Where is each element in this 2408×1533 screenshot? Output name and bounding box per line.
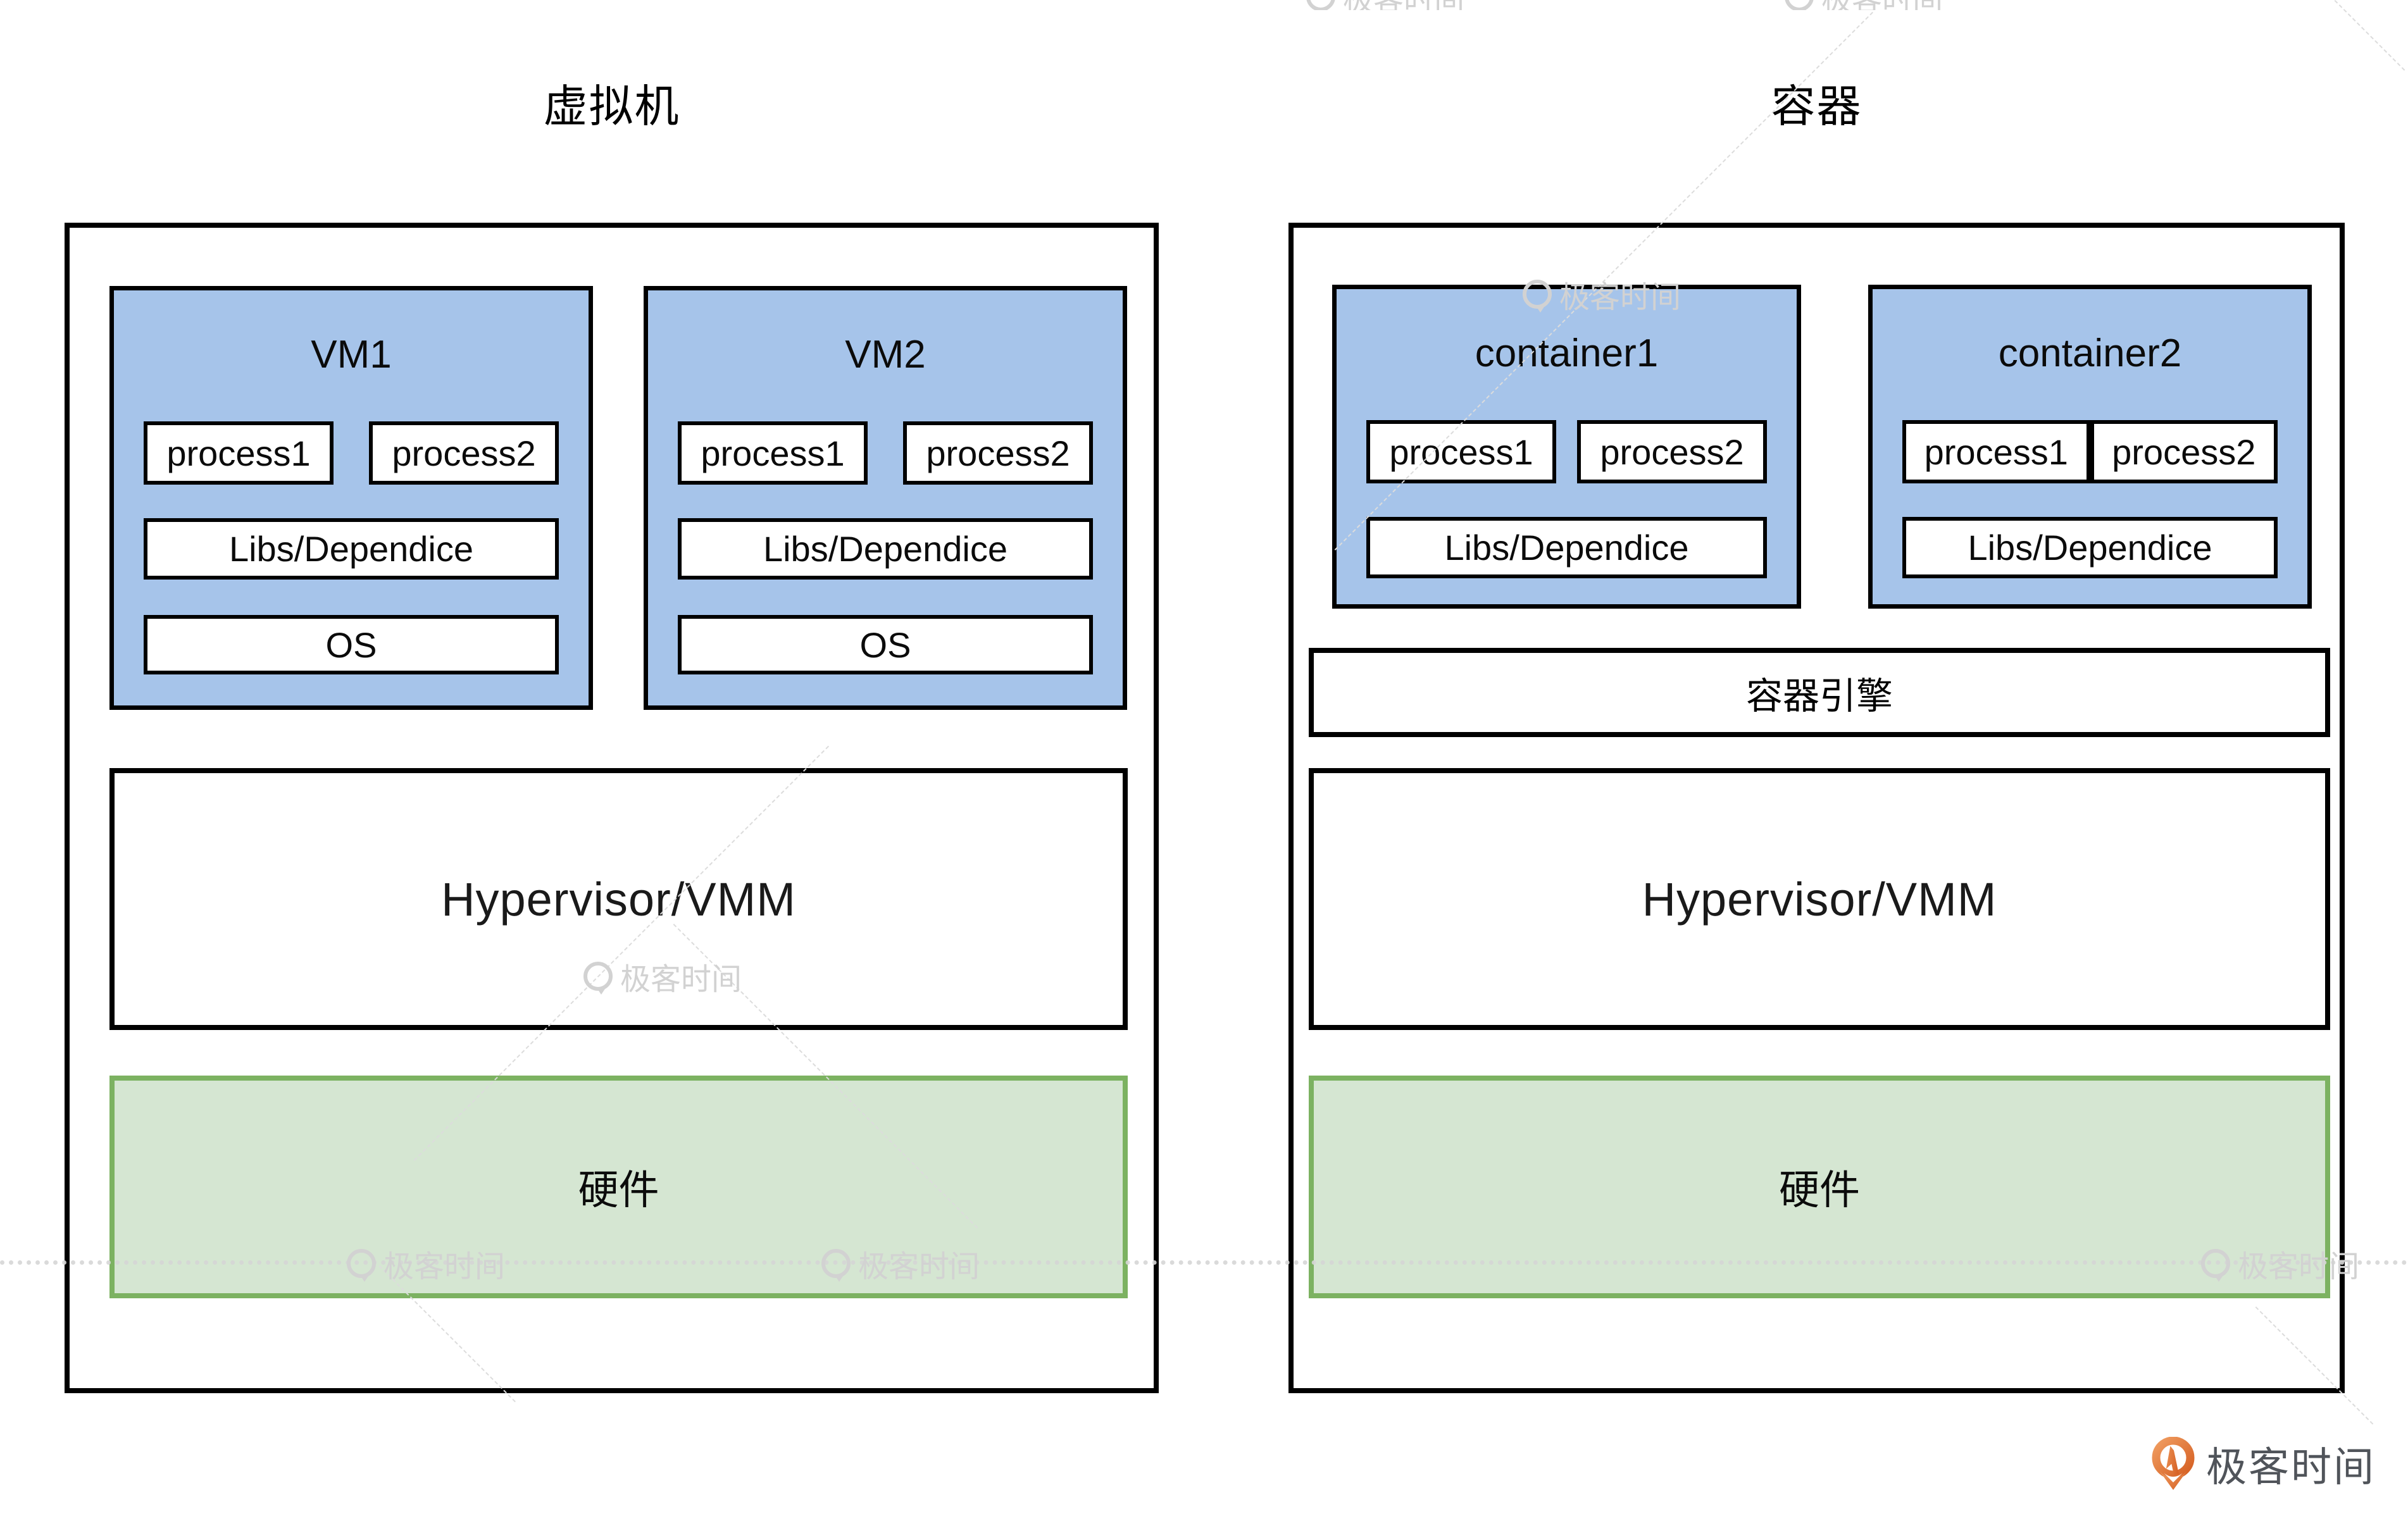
- container2-process-row: process1 process2: [1902, 420, 2278, 483]
- container2-libs-box: Libs/Dependice: [1902, 517, 2278, 578]
- container1-process2-box: process2: [1577, 420, 1767, 483]
- watermark-logo-icon: [1306, 0, 1335, 10]
- geektime-brand: 极客时间: [2150, 1435, 2376, 1493]
- vm1-label: VM1: [311, 333, 392, 376]
- container1-process-row: process1 process2: [1366, 420, 1767, 483]
- vm1-process-row: process1 process2: [144, 421, 559, 485]
- vm1-os-box: OS: [144, 615, 559, 674]
- watermark-logo-icon: [1785, 0, 1814, 10]
- right-hardware-box: 硬件: [1309, 1076, 2330, 1298]
- geektime-q-pin-icon: [2152, 1437, 2195, 1490]
- vm2-card: VM2 process1 process2 Libs/Dependice OS: [644, 286, 1127, 710]
- vm1-libs-box: Libs/Dependice: [144, 518, 559, 580]
- container2-label: container2: [1998, 332, 2182, 375]
- vm2-label: VM2: [845, 333, 926, 376]
- vm2-process2-box: process2: [903, 421, 1093, 485]
- container1-libs-box: Libs/Dependice: [1366, 517, 1767, 578]
- vm1-card: VM1 process1 process2 Libs/Dependice OS: [109, 286, 593, 710]
- left-hardware-box: 硬件: [109, 1076, 1128, 1298]
- container1-label: container1: [1475, 332, 1659, 375]
- watermark-logo-text: 极客时间: [1821, 0, 1943, 10]
- container2-process1-box: process1: [1902, 420, 2090, 483]
- left-hypervisor-box: Hypervisor/VMM: [109, 768, 1128, 1030]
- geektime-brand-text: 极客时间: [2206, 1444, 2376, 1490]
- vm1-process2-box: process2: [369, 421, 559, 485]
- left-panel-title: 虚拟机: [543, 82, 680, 131]
- watermark-logo: 极客时间: [1785, 0, 1974, 10]
- vm1-process1-box: process1: [144, 421, 334, 485]
- container2-card: container2 process1 process2 Libs/Depend…: [1868, 285, 2312, 609]
- watermark-logo: 极客时间: [1306, 0, 1496, 10]
- vm2-process1-box: process1: [678, 421, 868, 485]
- container2-process2-box: process2: [2090, 420, 2278, 483]
- right-hypervisor-box: Hypervisor/VMM: [1309, 768, 2330, 1030]
- watermark-dash-line: [2334, 0, 2405, 71]
- watermark-top-partial: 极客时间: [1785, 0, 1974, 10]
- watermark-logo-text: 极客时间: [1343, 0, 1464, 10]
- container1-process1-box: process1: [1366, 420, 1556, 483]
- container-engine-box: 容器引擎: [1309, 648, 2330, 737]
- watermark-top-partial: 极客时间: [1306, 0, 1496, 10]
- right-panel-title: 容器: [1771, 82, 1862, 131]
- vm2-os-box: OS: [678, 615, 1093, 674]
- vm2-libs-box: Libs/Dependice: [678, 518, 1093, 580]
- container1-card: container1 process1 process2 Libs/Depend…: [1332, 285, 1801, 609]
- vm2-process-row: process1 process2: [678, 421, 1093, 485]
